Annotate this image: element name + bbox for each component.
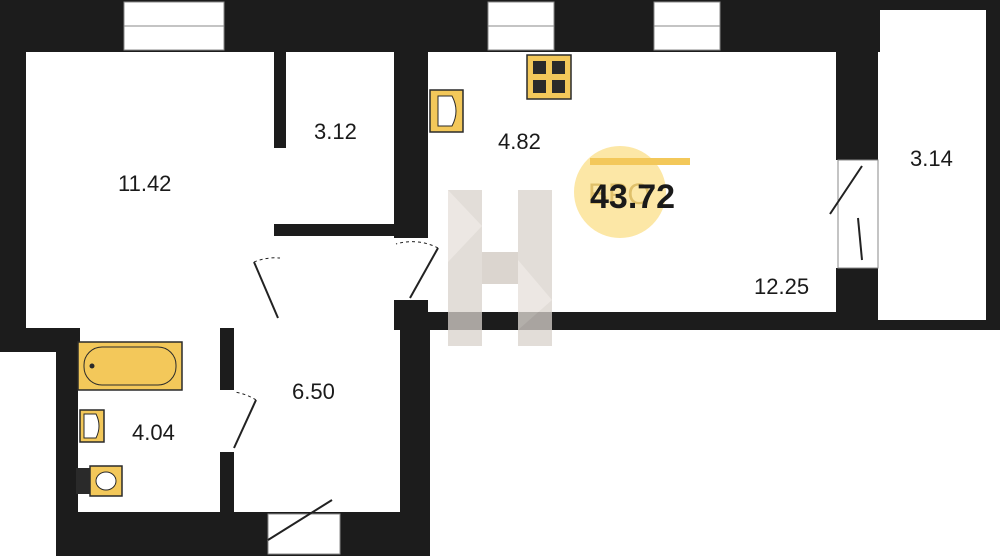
total-area-badge: ВРО 43.72	[574, 146, 690, 238]
toilet-icon	[76, 465, 123, 497]
room-living-area: 11.42	[118, 171, 171, 196]
stove-icon	[526, 54, 572, 100]
window-icon	[837, 159, 879, 269]
sink-icon	[79, 409, 105, 443]
room-hall-area: 6.50	[292, 379, 335, 404]
total-area-label: 43.72	[590, 178, 675, 216]
doors	[233, 165, 863, 541]
window-icon	[267, 513, 341, 555]
room-main-area: 12.25	[754, 274, 809, 299]
door-icon	[267, 499, 333, 541]
windows	[123, 1, 879, 555]
room-balcony	[880, 10, 986, 320]
door-icon	[829, 165, 863, 261]
room-storage	[286, 52, 394, 224]
door-icon	[253, 257, 281, 319]
watermark-logo	[448, 190, 552, 346]
room-living	[26, 52, 274, 328]
room-kitchen-area: 4.82	[498, 129, 541, 154]
room-storage-area: 3.12	[314, 119, 357, 144]
door-icon	[233, 391, 257, 449]
door-icon	[395, 241, 439, 299]
room-bath-area: 4.04	[132, 420, 175, 445]
bathtub-icon	[77, 341, 183, 391]
room-balcony-area: 3.14	[910, 146, 953, 171]
room-hall	[234, 236, 394, 512]
sink-icon	[429, 89, 464, 133]
room-floors	[26, 10, 986, 512]
brand-mark: ВРО	[588, 178, 651, 211]
